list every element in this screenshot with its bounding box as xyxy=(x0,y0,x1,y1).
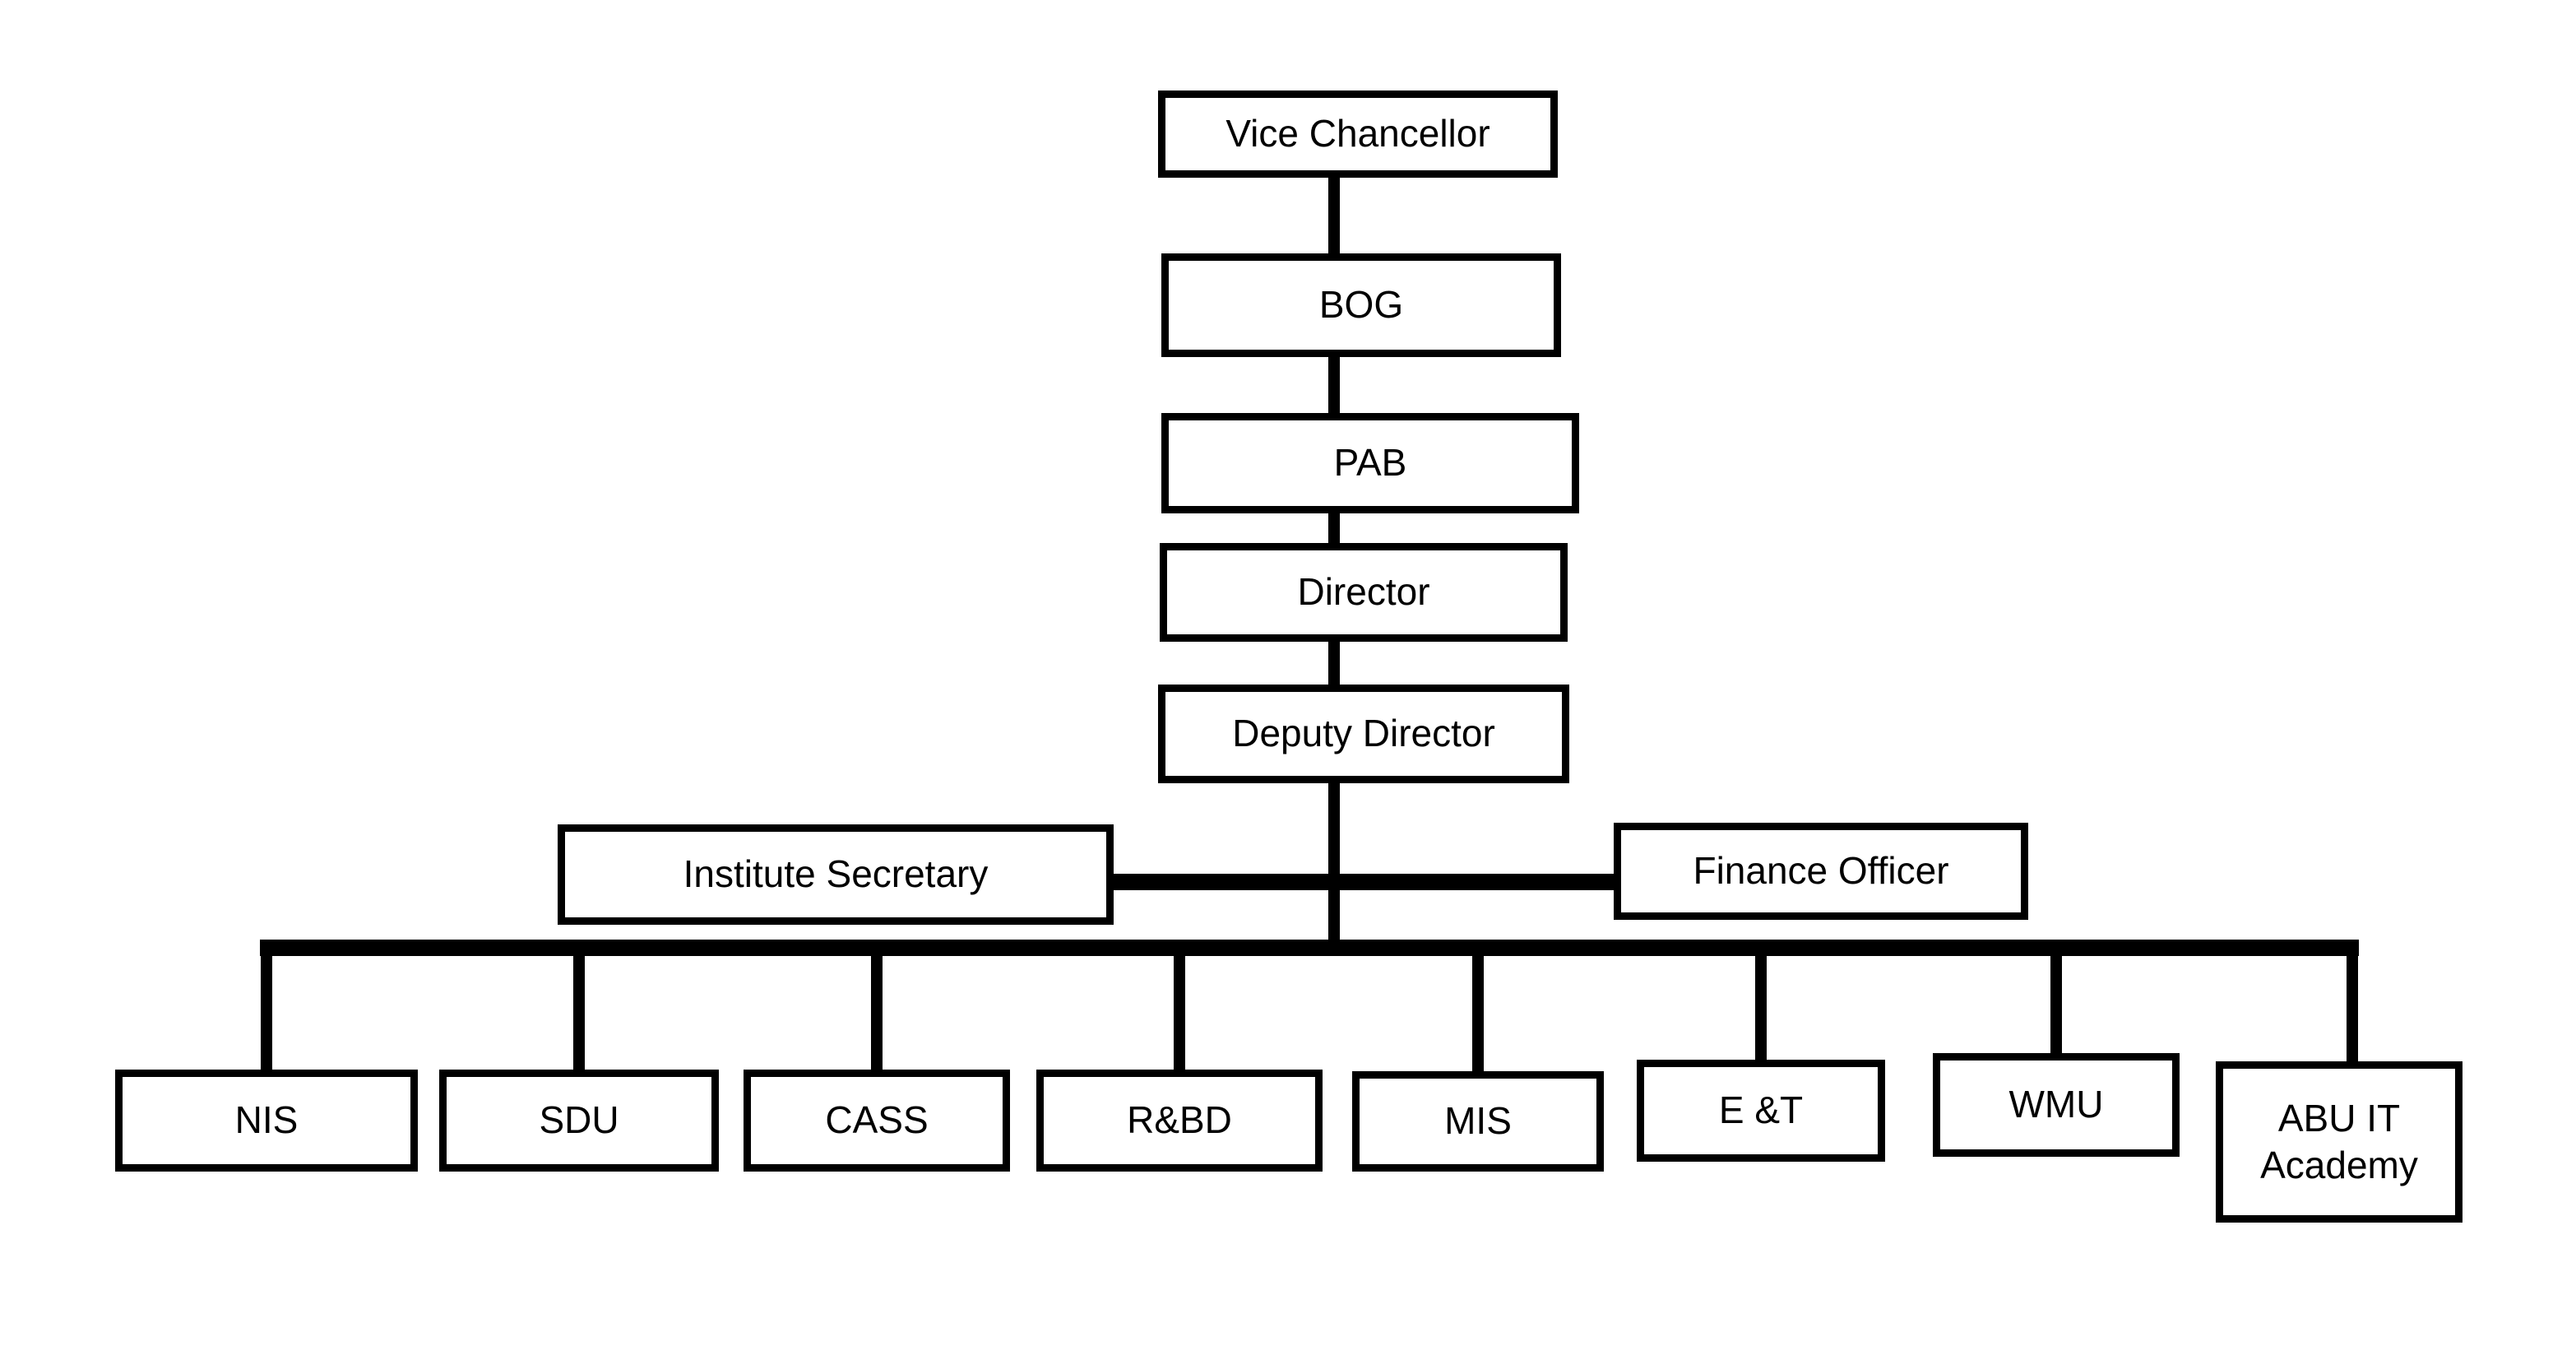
node-cass-label: CASS xyxy=(825,1098,929,1142)
node-finance-officer-label: Finance Officer xyxy=(1693,849,1949,893)
connector-stub-et xyxy=(1755,948,1767,1065)
connector-units-bar xyxy=(260,940,2359,956)
node-wmu: WMU xyxy=(1933,1053,2180,1157)
node-nis-label: NIS xyxy=(234,1098,299,1142)
node-sdu-label: SDU xyxy=(539,1098,619,1142)
node-mis-label: MIS xyxy=(1444,1099,1512,1143)
node-nis: NIS xyxy=(115,1070,418,1172)
node-rbd: R&BD xyxy=(1036,1070,1323,1172)
node-sdu: SDU xyxy=(439,1070,719,1172)
node-director-label: Director xyxy=(1297,570,1430,614)
connector-director-to-deputy xyxy=(1328,640,1340,686)
node-pab-label: PAB xyxy=(1333,441,1407,485)
node-bog-label: BOG xyxy=(1318,283,1404,327)
connector-stub-sdu xyxy=(573,948,585,1074)
connector-stub-nis xyxy=(261,948,272,1074)
node-director: Director xyxy=(1160,543,1568,642)
node-bog: BOG xyxy=(1161,253,1561,357)
node-institute-secretary: Institute Secretary xyxy=(558,824,1114,925)
node-abu-it-academy: ABU IT Academy xyxy=(2216,1061,2462,1223)
node-vice-chancellor-label: Vice Chancellor xyxy=(1225,112,1490,155)
connector-stub-cass xyxy=(871,948,883,1074)
node-deputy-director-label: Deputy Director xyxy=(1232,712,1495,755)
connector-stub-mis xyxy=(1472,948,1484,1076)
connector-vc-to-bog xyxy=(1328,178,1340,255)
connector-stub-abu-it-academy xyxy=(2347,948,2358,1066)
node-rbd-label: R&BD xyxy=(1127,1098,1232,1142)
node-mis: MIS xyxy=(1352,1071,1604,1172)
node-wmu-label: WMU xyxy=(2008,1083,2104,1126)
node-finance-officer: Finance Officer xyxy=(1614,823,2028,920)
node-institute-secretary-label: Institute Secretary xyxy=(683,852,989,896)
node-cass: CASS xyxy=(744,1070,1010,1172)
connector-bog-to-pab xyxy=(1328,355,1340,415)
connector-stub-wmu xyxy=(2050,948,2062,1058)
node-abu-it-academy-label: ABU IT Academy xyxy=(2260,1096,2418,1187)
node-deputy-director: Deputy Director xyxy=(1158,685,1569,783)
node-et-label: E &T xyxy=(1718,1088,1804,1132)
connector-secretary-finance-bridge xyxy=(1109,874,1619,890)
connector-stub-rbd xyxy=(1174,948,1185,1074)
node-vice-chancellor: Vice Chancellor xyxy=(1158,91,1558,178)
connector-pab-to-director xyxy=(1328,512,1340,545)
connector-deputy-spine xyxy=(1328,782,1340,951)
node-et: E &T xyxy=(1637,1060,1885,1162)
node-pab: PAB xyxy=(1161,413,1579,513)
